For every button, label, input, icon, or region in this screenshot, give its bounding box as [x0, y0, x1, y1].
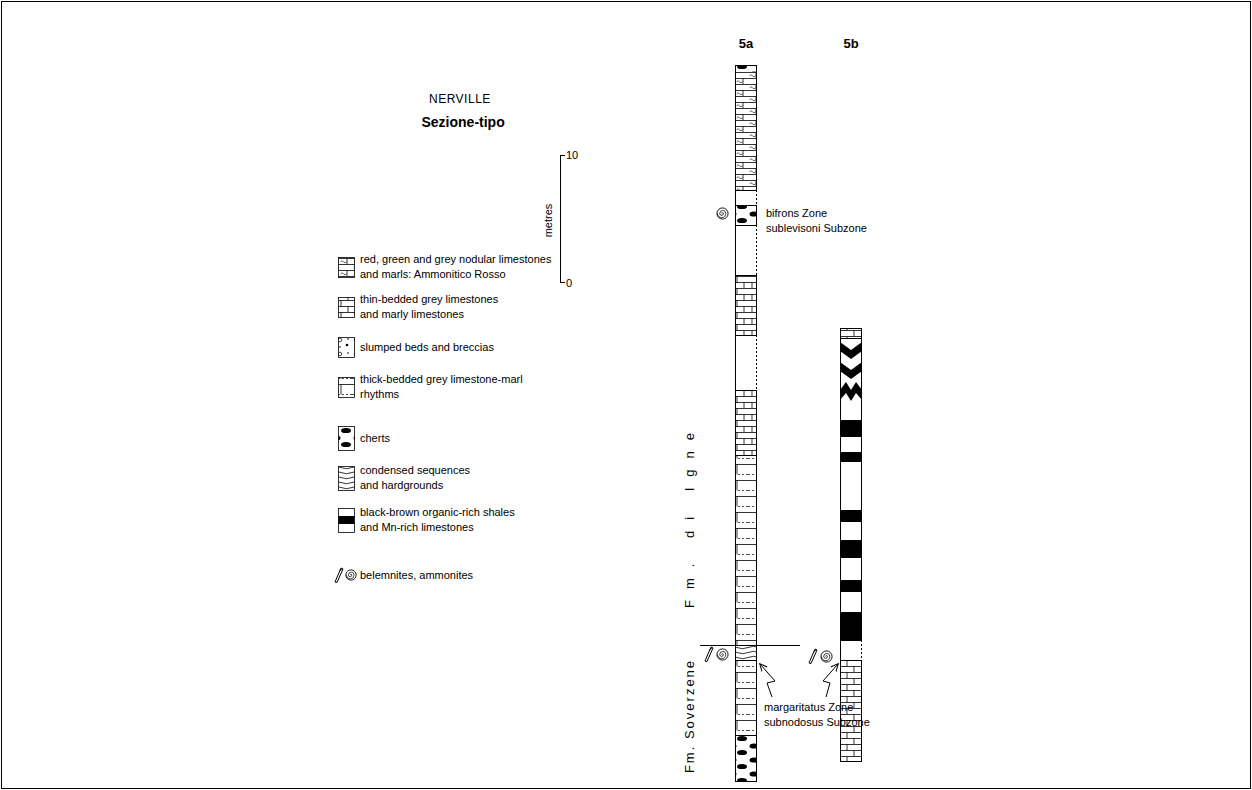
legend-text: condensed sequences and hardgrounds: [360, 463, 480, 493]
scale-value: 0: [566, 276, 572, 291]
zone-label: bifrons Zone sublevisoni Subzone: [766, 206, 878, 236]
column-heading: 5a: [739, 36, 753, 51]
legend-swatch: [339, 298, 355, 318]
legend-swatch: [339, 467, 355, 491]
column-5a: [735, 65, 757, 782]
legend-swatch: [339, 427, 355, 451]
section-title: Sezione-tipo: [422, 113, 505, 132]
legend-text: thin-bedded grey limestones and marly li…: [360, 292, 508, 322]
formation-name: Fm. di Igne: [681, 422, 699, 608]
formation-name: Fm. Soverzene: [681, 659, 699, 773]
legend-swatch: [339, 378, 355, 398]
scale-unit: metres: [541, 203, 556, 237]
legend-swatch: [339, 258, 355, 278]
zone-pointers: [760, 664, 838, 697]
formation-boundary: [700, 645, 800, 646]
legend-text: thick-bedded grey limestone-marl rhythms: [360, 372, 545, 402]
legend-text: slumped beds and breccias: [360, 340, 560, 355]
legend-swatch: [339, 338, 355, 358]
scale-value: 10: [566, 148, 578, 163]
legend-text: belemnites, ammonites: [360, 568, 560, 583]
legend-text: cherts: [360, 431, 560, 446]
stratigraphic-column: 5a: [735, 36, 757, 782]
location-name: NERVILLE: [429, 91, 491, 107]
column-5b: [840, 328, 862, 762]
legend-swatch: [335, 568, 356, 583]
legend-text: black-brown organic-rich shales and Mn-r…: [360, 505, 525, 535]
zone-label: margaritatus Zone subnodosus Subzone: [764, 700, 874, 730]
fossil-symbols: [705, 208, 832, 664]
column-heading: 5b: [843, 36, 858, 51]
scale-bar: [560, 155, 565, 283]
legend-swatches: [335, 258, 356, 583]
legend-swatch: [339, 509, 355, 533]
stratigraphic-column: 5b: [840, 36, 862, 762]
legend-text: red, green and grey nodular limestones a…: [360, 252, 560, 282]
